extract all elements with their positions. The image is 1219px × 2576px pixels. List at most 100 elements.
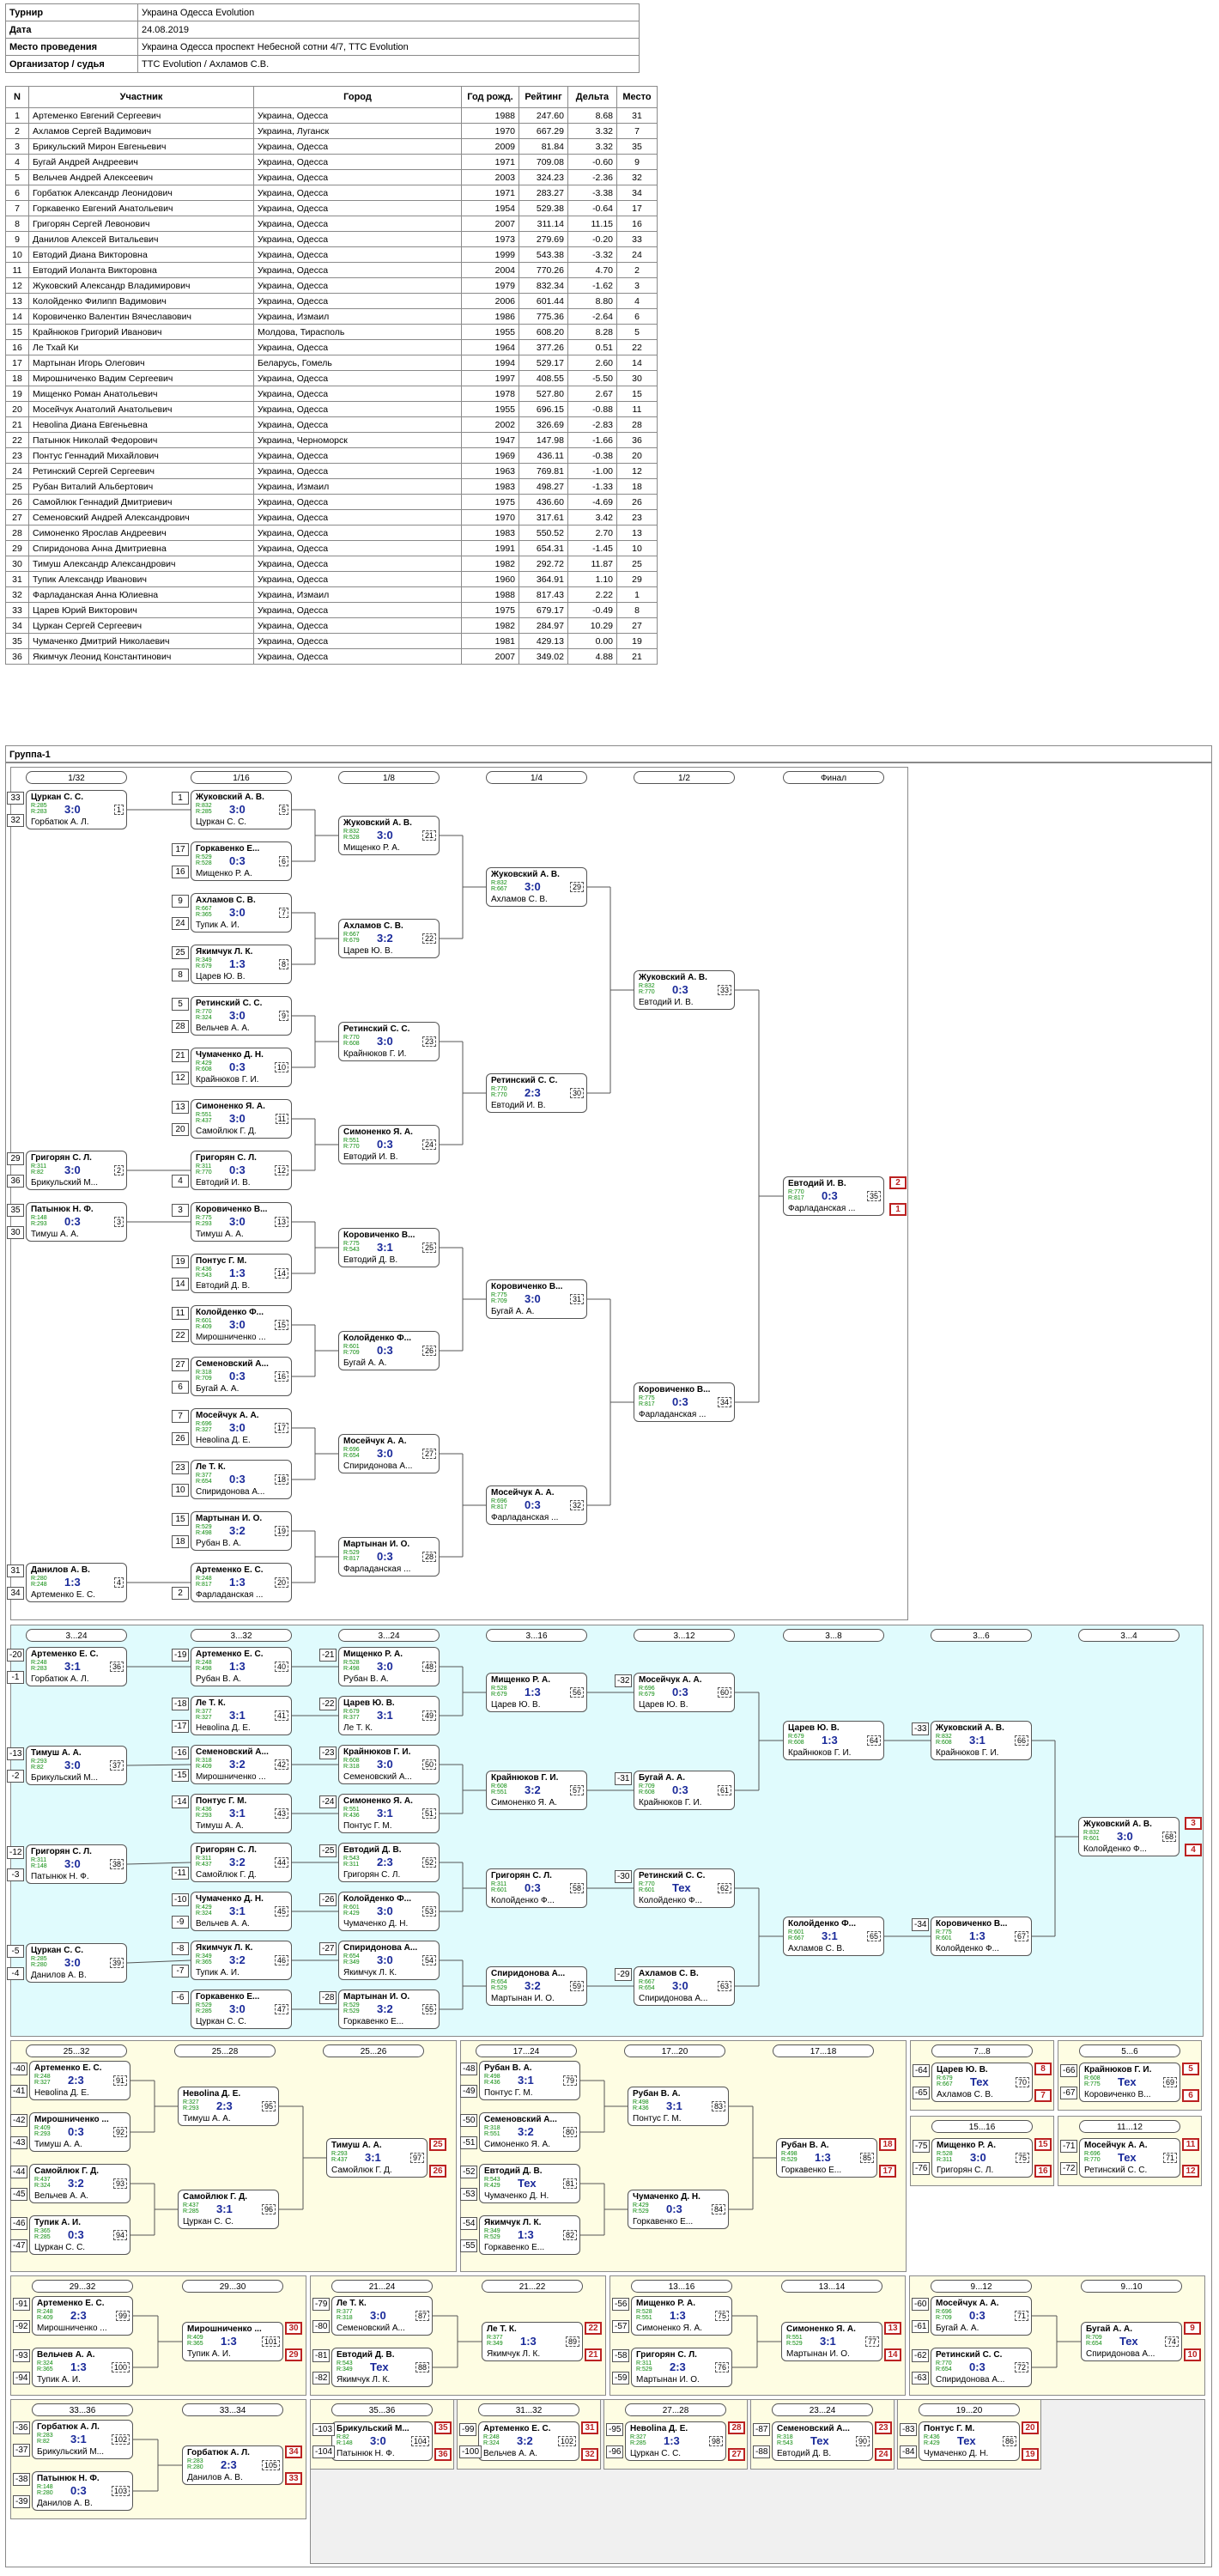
player2-name: Невolina Д. Е.	[34, 2088, 89, 2098]
player2-rating: R:654	[343, 1453, 360, 1459]
seed-number: -96	[606, 2445, 624, 2458]
match-number: 19	[274, 1526, 288, 1536]
player1-rating: R:601	[343, 1905, 360, 1911]
player1-name: Бугай А. А.	[639, 1773, 686, 1783]
table-cell: 23	[616, 509, 658, 526]
player1-name: Ле Т. К.	[337, 2299, 367, 2308]
player2-rating: R:709	[491, 1298, 507, 1304]
player1-name: Жуковский А. В.	[196, 793, 264, 802]
match-number: 12	[274, 1165, 288, 1176]
table-cell: 4.88	[567, 648, 617, 665]
match-number: 37	[109, 1760, 124, 1771]
final-place-badge: 14	[884, 2348, 901, 2361]
player2-rating: R:601	[491, 1887, 507, 1893]
match-score: 1:3	[525, 1686, 541, 1698]
table-cell: 8.68	[567, 107, 617, 124]
round-header: 25...32	[26, 2044, 127, 2057]
player2-rating: R:148	[31, 1863, 47, 1869]
seed-number: -58	[612, 2349, 630, 2362]
match-number: 32	[569, 1500, 584, 1510]
match-number: 34	[717, 1397, 731, 1407]
player1-name: Мосейчук А. А.	[639, 1675, 702, 1685]
final-place-badge: 29	[285, 2348, 302, 2361]
player1-name: Колойденко Ф...	[343, 1334, 412, 1343]
player2-rating: R:770	[343, 1144, 360, 1150]
player1-rating: R:311	[636, 2360, 652, 2366]
player1-name: Семеновский А...	[196, 1359, 269, 1369]
match-score: 3:0	[64, 1163, 81, 1176]
match-number: 80	[562, 2127, 577, 2137]
player1-name: Крайнюков Г. И.	[491, 1773, 559, 1783]
round-header: 11...12	[1079, 2120, 1180, 2133]
table-cell: Якимчук Леонид Константинович	[28, 648, 254, 665]
table-cell: 3.42	[567, 509, 617, 526]
player2-name: Спиридонова А...	[936, 2375, 1005, 2385]
player1-name: Самойлюк Г. Д.	[34, 2166, 99, 2176]
player1-name: Чумаченко Д. Н.	[196, 1050, 264, 1060]
player1-rating: R:551	[786, 2335, 803, 2341]
match-number: 101	[261, 2336, 280, 2347]
match-number: 52	[421, 1857, 436, 1868]
final-place-badge: 23	[875, 2421, 892, 2434]
match-score: 0:3	[377, 1138, 393, 1151]
match-number: 104	[410, 2436, 429, 2446]
player1-name: Мищенко Р. А.	[343, 1649, 403, 1659]
player1-rating: R:293	[31, 1759, 47, 1765]
final-place-badge: 35	[434, 2421, 452, 2434]
player1-name: Крайнюков Г. И.	[343, 1747, 411, 1757]
table-cell: 2007	[461, 648, 519, 665]
player1-name: Григорян С. Л.	[196, 1845, 257, 1855]
round-header: 25...26	[323, 2044, 424, 2057]
match-score: 3:0	[229, 906, 246, 919]
match-score: 1:3	[664, 2434, 680, 2447]
player2-rating: R:324	[196, 1015, 212, 1021]
player2-rating: R:285	[196, 2008, 212, 2014]
player1-rating: R:551	[343, 1807, 360, 1813]
player2-name: Патынюк Н. Ф.	[31, 1872, 89, 1881]
player2-rating: R:377	[343, 1715, 360, 1721]
player2-rating: R:770	[1084, 2157, 1101, 2163]
seed-number: -83	[900, 2423, 918, 2436]
player2-name: Вельчев А. А.	[196, 1024, 250, 1033]
player2-rating: R:437	[196, 1118, 212, 1124]
seed-number: -13	[7, 1747, 25, 1760]
player1-name: Ахламов С. В.	[343, 921, 403, 931]
table-cell: Украина, Измаил	[253, 478, 462, 495]
match-number: 76	[714, 2362, 729, 2372]
match-score: Тех	[1118, 2075, 1137, 2088]
player2-rating: R:817	[196, 1582, 212, 1588]
player1-rating: R:696	[343, 1447, 360, 1453]
player2-rating: R:667	[491, 886, 507, 892]
final-place-badge: 20	[1022, 2421, 1039, 2434]
player1-name: Чумаченко Д. Н.	[196, 1894, 264, 1904]
player1-name: Горкавенко Е...	[196, 844, 260, 854]
seed-number: 34	[7, 1587, 24, 1600]
match-number: 58	[569, 1883, 584, 1893]
player1-rating: R:832	[196, 803, 212, 809]
seed-number: -104	[312, 2445, 336, 2458]
seed-number: -51	[460, 2136, 478, 2149]
table-cell: Украина, Одесса	[253, 648, 462, 665]
final-place-badge: 4	[1185, 1844, 1202, 1856]
player2-name: Мартынан И. О.	[491, 1994, 555, 2003]
match-score: 3:1	[666, 2099, 682, 2112]
final-place-badge: 5	[1182, 2063, 1199, 2075]
